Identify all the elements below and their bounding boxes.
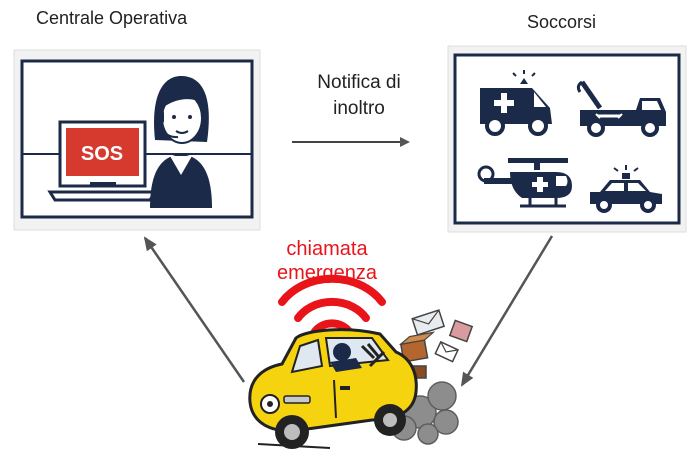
notifica-line-2: inoltro xyxy=(333,98,385,119)
notifica-line-1: Notifica di xyxy=(317,72,401,93)
chiamata-line-1: chiamata xyxy=(286,238,368,260)
sos-text: SOS xyxy=(81,143,123,165)
ambulance-icon xyxy=(480,70,552,136)
return-arrow-to-centrale xyxy=(143,236,246,383)
operator-woman-icon xyxy=(150,76,212,208)
laptop-icon xyxy=(47,120,158,202)
exhaust-smoke xyxy=(391,381,459,445)
flying-mail-icons xyxy=(398,309,474,379)
emergency-car-icon xyxy=(248,328,418,449)
soccorsi-label: Soccorsi xyxy=(527,12,597,32)
police-car-icon xyxy=(590,165,662,213)
signal-waves-icon xyxy=(278,274,386,337)
notifica-label: Notifica di inoltro xyxy=(300,70,418,122)
centrale-operativa-label: Centrale Operativa xyxy=(36,8,188,28)
tow-truck-icon xyxy=(576,80,666,137)
soccorsi-arrow-to-car xyxy=(460,235,554,387)
helicopter-icon xyxy=(477,158,572,208)
